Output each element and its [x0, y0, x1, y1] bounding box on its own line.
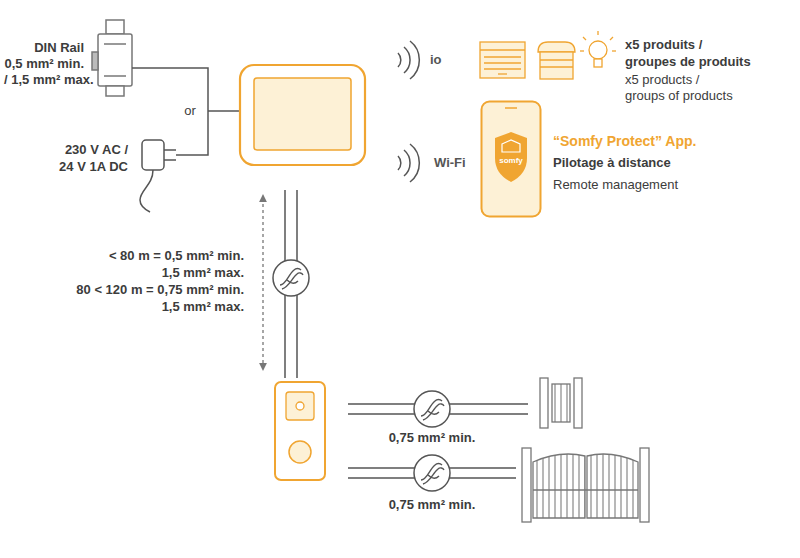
drawing-part [404, 47, 410, 73]
drawing-part [142, 140, 164, 170]
drawing-part [552, 384, 570, 422]
smartphone: somfy [480, 100, 542, 218]
text-label: “Somfy Protect” App. [553, 133, 696, 149]
drawing-part [398, 156, 401, 170]
drawing-part [533, 454, 585, 518]
swing-gate [522, 448, 649, 522]
drawing-part [583, 37, 586, 40]
text-label: or [184, 103, 196, 119]
drawing-part [104, 43, 126, 45]
drawing-part [540, 52, 573, 79]
drawing-part [589, 41, 607, 59]
drawing-part [398, 53, 401, 67]
text-label: io [430, 52, 442, 68]
drawing-part [597, 31, 598, 35]
radio-waves [398, 41, 419, 79]
text-label: / 1,5 mm² max. [4, 72, 94, 88]
distance-arrow [262, 198, 263, 367]
drawing-part [533, 489, 638, 490]
power-wire [132, 68, 240, 155]
drawing-part [484, 62, 521, 63]
text-label: groupes de produits [625, 54, 751, 70]
drawing-part [164, 159, 176, 161]
drawing-part [522, 448, 531, 522]
drawing-part [580, 50, 584, 51]
text-label: x5 produits / [625, 37, 702, 53]
din-rail-module [92, 20, 132, 96]
drawing-part [574, 378, 582, 428]
power-adapter [140, 140, 176, 212]
text-label: DIN Rail [34, 40, 84, 56]
bus-cable [273, 190, 309, 378]
drawing-part [254, 78, 351, 150]
text-label: 230 V AC / [65, 142, 128, 158]
text-label: x5 products / [625, 72, 699, 88]
drawing-part [480, 49, 525, 50]
drawing-part [286, 392, 314, 420]
indoor-monitor [240, 65, 365, 165]
drawing-part [106, 20, 124, 34]
wifi-waves [398, 144, 419, 182]
drawing-part [587, 454, 638, 518]
drawing-part [414, 391, 450, 427]
drawing-part [480, 42, 525, 78]
shutter-icon [480, 42, 525, 78]
drawing-part [502, 140, 520, 152]
gate-cable [348, 391, 528, 491]
drawing-part [92, 52, 98, 70]
text-label: 0,75 mm² min. [389, 430, 476, 446]
drawing-part [640, 448, 649, 522]
pedestrian-gate [540, 378, 582, 428]
text-label: Remote management [553, 177, 678, 193]
text-label: 80 < 120 m = 0,75 mm² min. [76, 282, 244, 298]
drawing-part [414, 455, 450, 491]
text-label: 1,5 mm² max. [162, 299, 244, 315]
text-label: 1,5 mm² max. [162, 265, 244, 281]
drawing-part [104, 75, 126, 77]
drawing-part [612, 50, 616, 51]
drawing-part [594, 59, 602, 67]
drawing-part [498, 73, 507, 74]
drawing-part [132, 68, 208, 155]
cable-symbol [421, 400, 444, 421]
drawing-part [484, 56, 521, 57]
light-bulb-icon [580, 31, 616, 67]
awning-icon [538, 42, 575, 79]
drawing-part [208, 110, 240, 112]
drawing-part [610, 37, 613, 40]
drawing-part [140, 170, 153, 212]
outdoor-unit [275, 382, 325, 480]
drawing-part [164, 149, 176, 151]
drawing-part [404, 150, 410, 176]
drawing-part [273, 260, 309, 296]
text-label: 24 V 1A DC [59, 159, 128, 175]
drawing-part [275, 382, 325, 480]
drawing-part [289, 441, 311, 463]
drawing-part [540, 66, 573, 67]
drawing-part [106, 86, 124, 96]
text-label: < 80 m = 0,5 mm² min. [109, 248, 244, 264]
text-label: 0,75 mm² min. [389, 497, 476, 513]
drawing-part [296, 402, 304, 410]
drawing-part [505, 107, 517, 109]
drawing-part [410, 144, 419, 182]
text-label: Wi-Fi [434, 155, 466, 171]
drawing-part [240, 65, 365, 165]
drawing-part [98, 34, 132, 86]
cable-symbol [280, 269, 303, 290]
text-label: groups of products [625, 88, 733, 104]
text-label: Pilotage à distance [553, 155, 671, 171]
drawing-part [538, 42, 575, 52]
cable-symbol [421, 464, 444, 485]
drawing-part [484, 68, 521, 69]
drawing-part [540, 378, 548, 428]
logo-text: somfy [480, 156, 542, 166]
drawing-part [540, 59, 573, 60]
text-label: 0,5 mm² min. [5, 56, 84, 72]
drawing-part [410, 41, 419, 79]
